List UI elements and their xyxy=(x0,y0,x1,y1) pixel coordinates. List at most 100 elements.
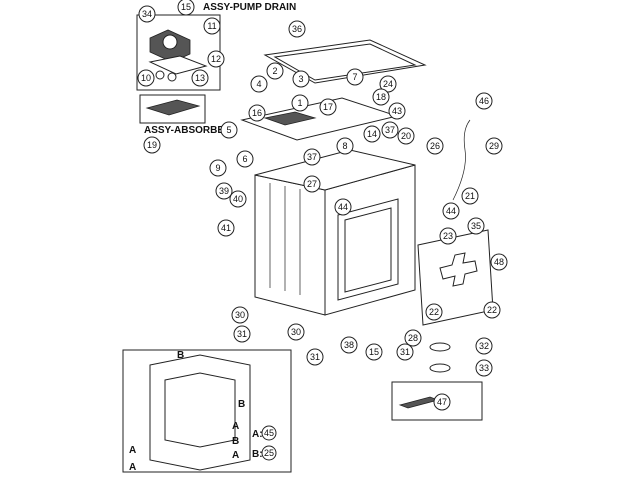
inset-letter-b-right: B xyxy=(238,399,245,410)
inset-letter-b-top: B xyxy=(177,350,184,361)
callout-number: 37 xyxy=(307,152,317,162)
callout-circle xyxy=(365,343,383,361)
callout-circle xyxy=(396,343,414,361)
callout-number: 48 xyxy=(494,257,504,267)
callout-number: 41 xyxy=(221,223,231,233)
callout-circle xyxy=(306,348,324,366)
callout-number: 9 xyxy=(215,163,220,173)
callout-circle xyxy=(388,102,406,120)
callout-number: 27 xyxy=(307,179,317,189)
callout-number: 29 xyxy=(489,141,499,151)
callout-number: 30 xyxy=(235,310,245,320)
callout-number: 24 xyxy=(383,79,393,89)
callout-number: 17 xyxy=(323,102,333,112)
callout-circle xyxy=(220,121,238,139)
absorber-heading: ASSY-ABSORBER xyxy=(144,125,232,136)
inset-letter-a-lower: A xyxy=(232,450,239,461)
callout-circle xyxy=(426,137,444,155)
callout-number: 31 xyxy=(237,329,247,339)
callout-circle xyxy=(291,94,309,112)
legend-b-letter: B: xyxy=(252,449,263,460)
callout-circle xyxy=(231,306,249,324)
callout-circle xyxy=(288,20,306,38)
callout-circle xyxy=(266,62,284,80)
callout-number: 4 xyxy=(256,79,261,89)
callout-number: 19 xyxy=(147,140,157,150)
callout-circle xyxy=(209,159,227,177)
callout-number: 15 xyxy=(369,347,379,357)
callout-number: 34 xyxy=(142,9,152,19)
callout-circle xyxy=(372,88,390,106)
callout-number: 31 xyxy=(310,352,320,362)
callout-circle xyxy=(346,68,364,86)
callout-circle xyxy=(203,17,221,35)
callout-number: 35 xyxy=(471,221,481,231)
cabinet-assembly xyxy=(240,39,494,421)
callout-number: 40 xyxy=(233,194,243,204)
callout-circle xyxy=(292,70,310,88)
callout-number: 13 xyxy=(195,73,205,83)
callout-circle xyxy=(319,98,337,116)
callout-circle xyxy=(425,303,443,321)
callout-circle xyxy=(404,329,422,347)
callout-number: 39 xyxy=(219,186,229,196)
absorber-inset: ASSY-ABSORBER xyxy=(139,94,232,136)
callout-number: 5 xyxy=(226,125,231,135)
base-inset: B B A B A A A A: 45 B: 25 xyxy=(122,349,292,473)
callout-number: 26 xyxy=(430,141,440,151)
callout-circle xyxy=(490,253,508,271)
callout-circle xyxy=(475,337,493,355)
pump-drain-heading: ASSY-PUMP DRAIN xyxy=(203,2,296,13)
callout-circle xyxy=(433,393,451,411)
callout-number: 31 xyxy=(400,347,410,357)
callout-number: 22 xyxy=(487,305,497,315)
callout-number: 43 xyxy=(392,106,402,116)
callout-number: 32 xyxy=(479,341,489,351)
inset-letter-a-right: A xyxy=(232,421,239,432)
callout-number: 44 xyxy=(446,206,456,216)
callout-circle xyxy=(363,125,381,143)
callout-number: 1 xyxy=(297,98,302,108)
callout-number: 6 xyxy=(242,154,247,164)
callout-number: 36 xyxy=(292,24,302,34)
callout-circle xyxy=(439,227,457,245)
callout-circle xyxy=(467,217,485,235)
callout-circle xyxy=(397,127,415,145)
callout-circle xyxy=(483,301,501,319)
callout-number: 8 xyxy=(342,141,347,151)
callout-circle xyxy=(236,150,254,168)
callout-circle xyxy=(336,137,354,155)
callout-circle xyxy=(461,187,479,205)
callout-number: 21 xyxy=(465,191,475,201)
callout-number: 15 xyxy=(181,2,191,12)
callout-circle xyxy=(379,75,397,93)
callout-circle xyxy=(334,198,352,216)
callout-number: 44 xyxy=(338,202,348,212)
callout-number: 12 xyxy=(211,54,221,64)
callout-circle xyxy=(475,92,493,110)
callout-number: 38 xyxy=(344,340,354,350)
callout-number: 10 xyxy=(141,73,151,83)
callout-circle xyxy=(287,323,305,341)
callout-number: 16 xyxy=(252,108,262,118)
callout-number: 20 xyxy=(401,131,411,141)
callout-number: 23 xyxy=(443,231,453,241)
callout-circle xyxy=(138,5,156,23)
callout-number: 11 xyxy=(207,21,216,31)
callout-circle xyxy=(177,0,195,16)
callout-circle xyxy=(248,104,266,122)
callout-number: 22 xyxy=(429,307,439,317)
callout-circle xyxy=(191,69,209,87)
callout-number: 33 xyxy=(479,363,489,373)
callout-number: 30 xyxy=(291,327,301,337)
callout-circle xyxy=(229,190,247,208)
callout-number: 3 xyxy=(298,74,303,84)
callout-number: 14 xyxy=(367,129,377,139)
callout-number: 28 xyxy=(408,333,418,343)
inset-letter-b-lower: B xyxy=(232,436,239,447)
callout-number: 18 xyxy=(376,92,386,102)
inset-letter-a-bottom: A xyxy=(129,462,136,473)
callout-number: 47 xyxy=(437,397,447,407)
callout-number: 2 xyxy=(272,66,277,76)
